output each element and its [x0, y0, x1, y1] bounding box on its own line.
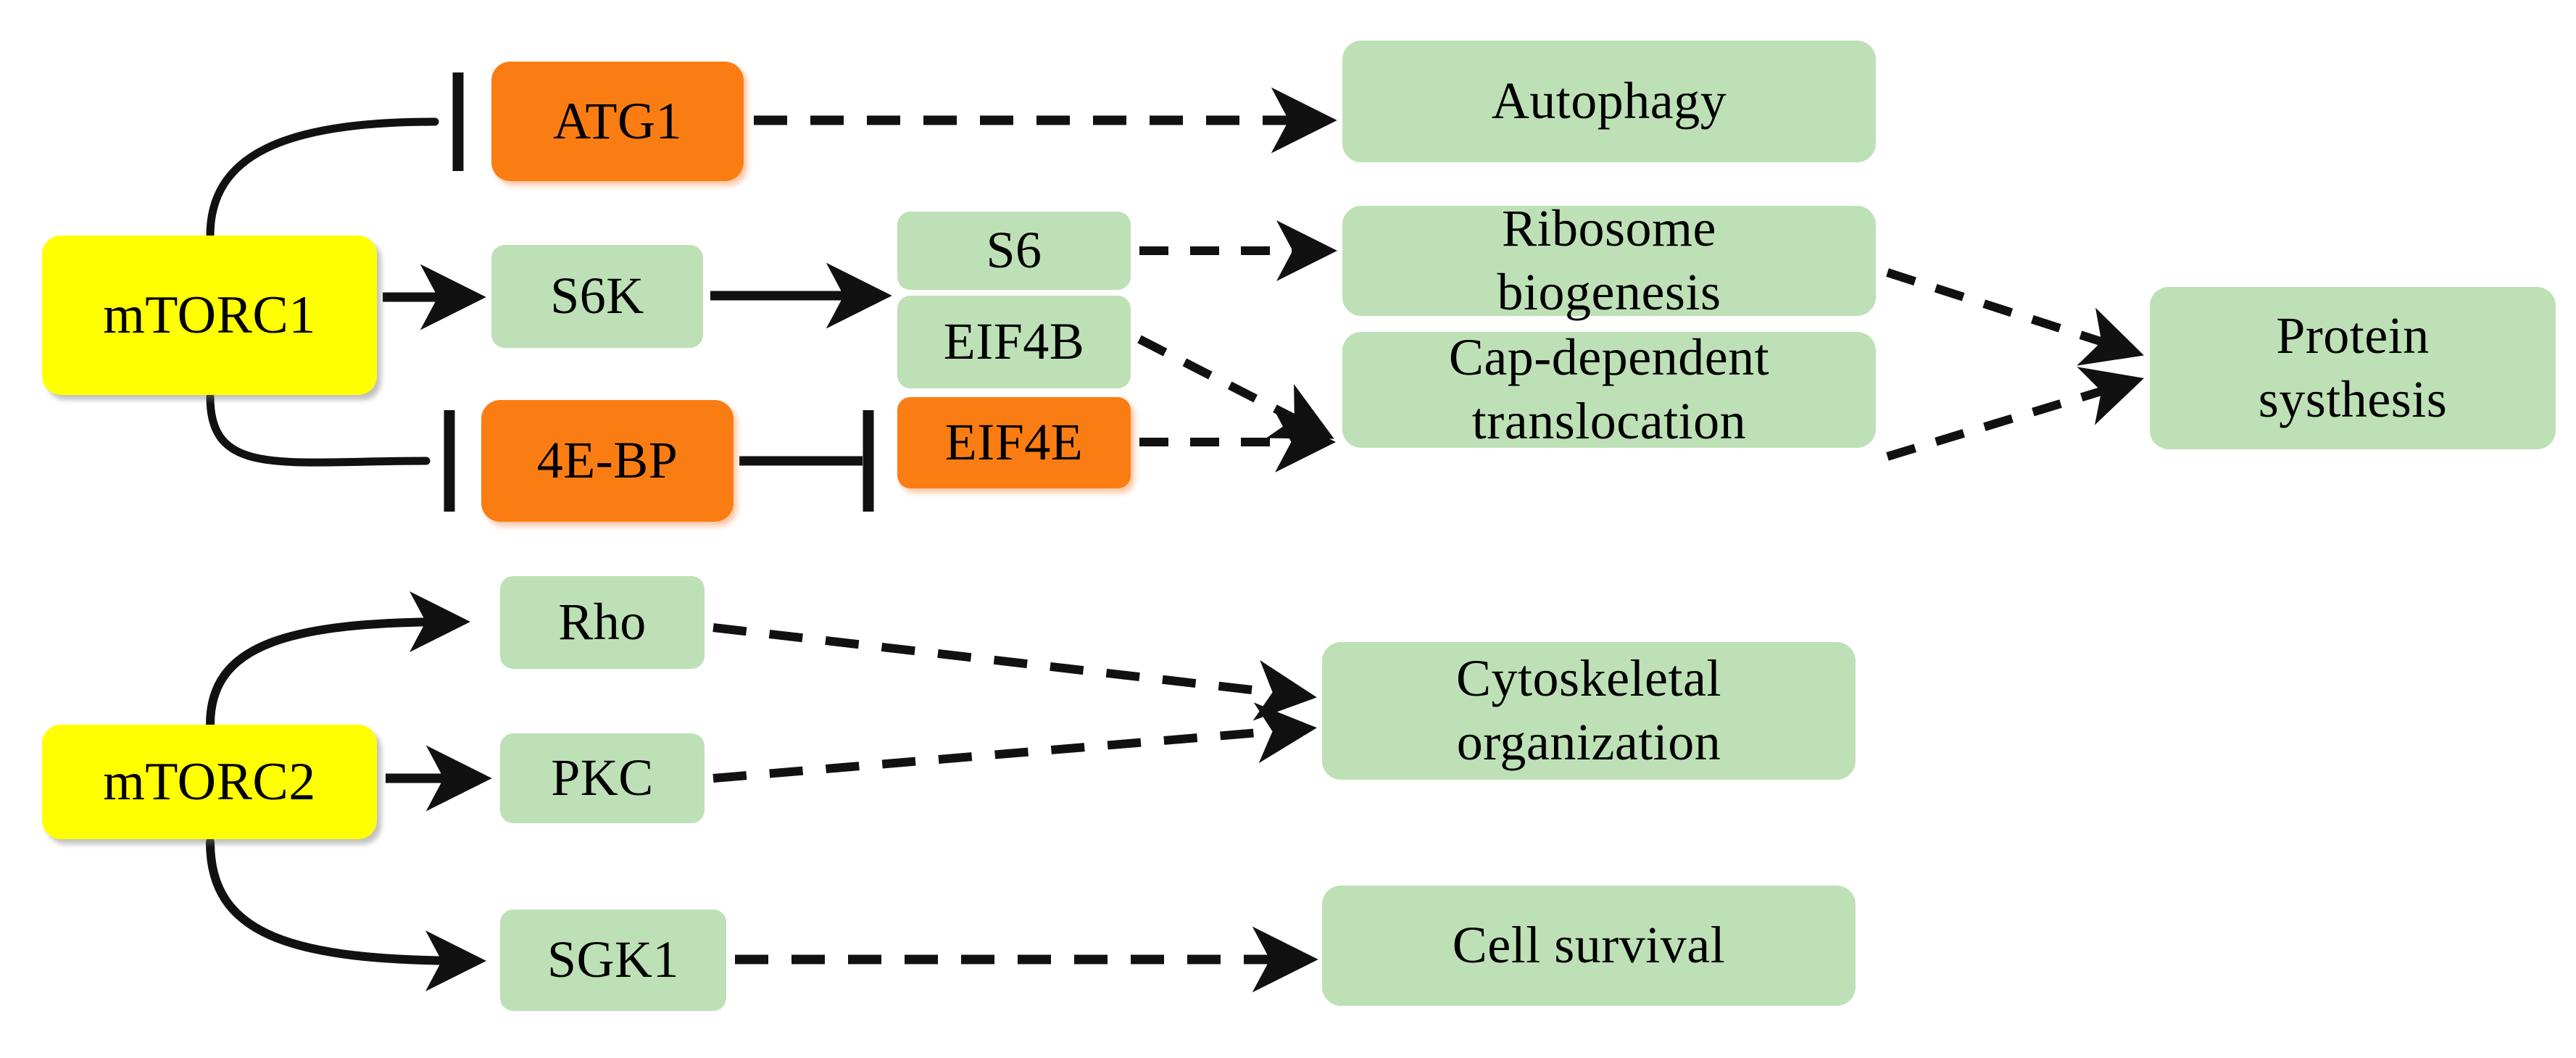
- node-4ebp[interactable]: 4E-BP: [481, 400, 734, 522]
- node-atg1[interactable]: ATG1: [491, 62, 744, 181]
- node-mtorc1[interactable]: mTORC1: [42, 236, 377, 395]
- node-protein-systhesis[interactable]: Protein systhesis: [2150, 287, 2556, 449]
- edge-mtorc2-sgk1: [206, 838, 486, 991]
- node-cytoskeletal-organization[interactable]: Cytoskeletal organization: [1322, 642, 1856, 780]
- node-ribosome-biogenesis[interactable]: Ribosome biogenesis: [1342, 199, 1876, 321]
- node-pkc[interactable]: PKC: [500, 733, 705, 823]
- edge-pkc-cytoskeletal: [712, 702, 1317, 783]
- node-eif4e[interactable]: EIF4E: [897, 397, 1131, 488]
- edge-cap-protein: [1886, 367, 2145, 461]
- node-cell-survival[interactable]: Cell survival: [1322, 886, 1856, 1006]
- node-s6k[interactable]: S6K: [491, 245, 703, 348]
- edge-ribosome-protein: [1886, 268, 2144, 366]
- node-eif4b[interactable]: EIF4B: [897, 296, 1131, 388]
- edge-eif4b-cap: [1137, 335, 1334, 439]
- edge-mtorc1-4ebp: [206, 393, 455, 512]
- edge-4ebp-eif4e: [739, 410, 874, 512]
- node-autophagy[interactable]: Autophagy: [1342, 41, 1876, 162]
- edge-rho-cytoskeletal: [712, 623, 1317, 721]
- node-rho[interactable]: Rho: [500, 576, 705, 669]
- node-cap-dependent-translocation[interactable]: Cap-dependent translocation: [1342, 328, 1876, 450]
- edge-mtorc2-rho: [206, 591, 470, 729]
- node-sgk1[interactable]: SGK1: [500, 909, 726, 1011]
- node-mtorc2[interactable]: mTORC2: [42, 725, 377, 839]
- node-s6[interactable]: S6: [897, 212, 1131, 290]
- edge-mtorc1-atg1: [206, 72, 464, 240]
